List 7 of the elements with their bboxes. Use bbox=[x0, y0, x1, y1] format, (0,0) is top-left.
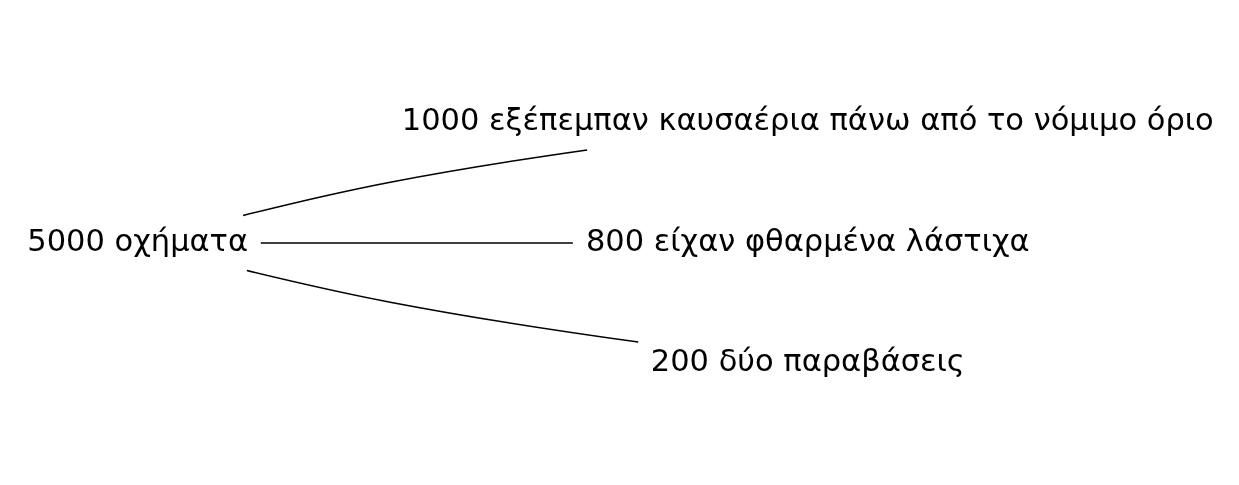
connector bbox=[242, 148, 588, 216]
connector bbox=[246, 269, 639, 343]
node-text: 800 είχαν φθαρμένα λάστιχα bbox=[585, 222, 1030, 258]
node-text: 5000 οχήματα bbox=[27, 222, 249, 258]
connector bbox=[260, 241, 574, 244]
node-text: 1000 εξέπεμπαν καυσαέρια πάνω από το νόμιμο όριο bbox=[401, 101, 1214, 137]
node-text: 200 δύο παραβάσεις bbox=[650, 342, 965, 378]
